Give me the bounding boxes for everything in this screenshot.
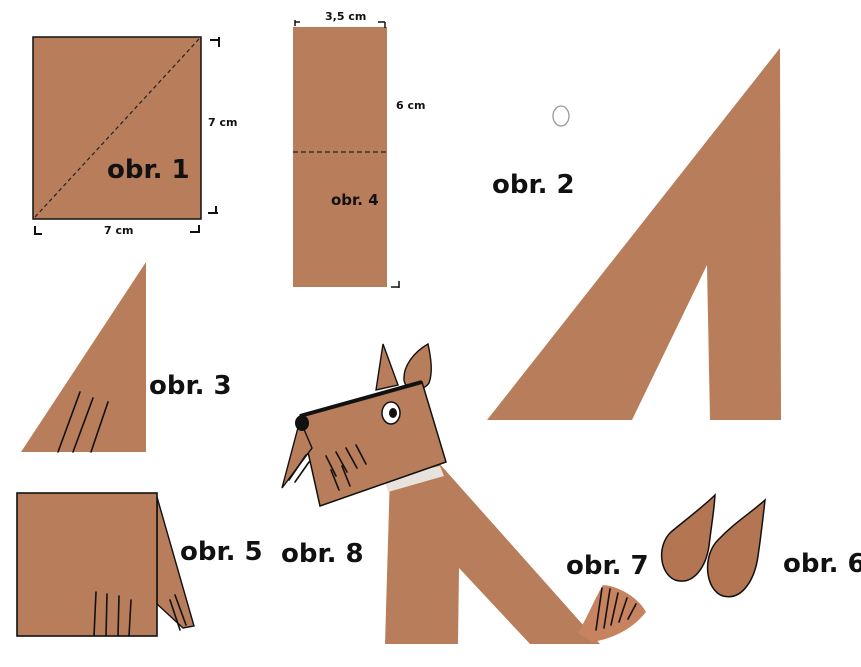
rectangle-paper [293, 27, 387, 287]
square-face [17, 493, 157, 636]
figure-3-triangle: obr. 3 [21, 262, 232, 452]
label-obr-7: obr. 7 [566, 551, 649, 581]
label-obr-5: obr. 5 [180, 537, 263, 567]
label-obr-6: obr. 6 [783, 549, 861, 579]
label-obr-2: obr. 2 [492, 170, 575, 200]
dim-rect-width-label: 3,5 cm [325, 10, 366, 23]
label-obr-1: obr. 1 [107, 155, 190, 185]
figure-1-square: 7 cm 7 cm obr. 1 [33, 37, 237, 237]
ear-right [708, 500, 765, 597]
label-obr-4: obr. 4 [331, 191, 379, 209]
fringe-line [118, 596, 119, 636]
dog-ear-back [376, 344, 398, 390]
dim-bottom-label: 7 cm [104, 224, 133, 237]
tail-shape [578, 585, 646, 642]
small-circle [553, 106, 569, 126]
dim-right-label: 7 cm [208, 116, 237, 129]
label-obr-3: obr. 3 [149, 371, 232, 401]
fringe-line [106, 594, 107, 636]
dog-nose [295, 415, 309, 431]
figure-6-ears: obr. 6 [662, 495, 861, 597]
dog-pupil [389, 408, 397, 418]
figure-5-folded-square: obr. 5 [17, 493, 263, 636]
body-shape [487, 48, 781, 420]
figure-2-body: obr. 2 [487, 48, 781, 420]
figure-4-rectangle: 3,5 cm 6 cm obr. 4 [293, 10, 425, 288]
dim-rect-height-label: 6 cm [396, 99, 425, 112]
label-obr-8: obr. 8 [281, 539, 364, 569]
